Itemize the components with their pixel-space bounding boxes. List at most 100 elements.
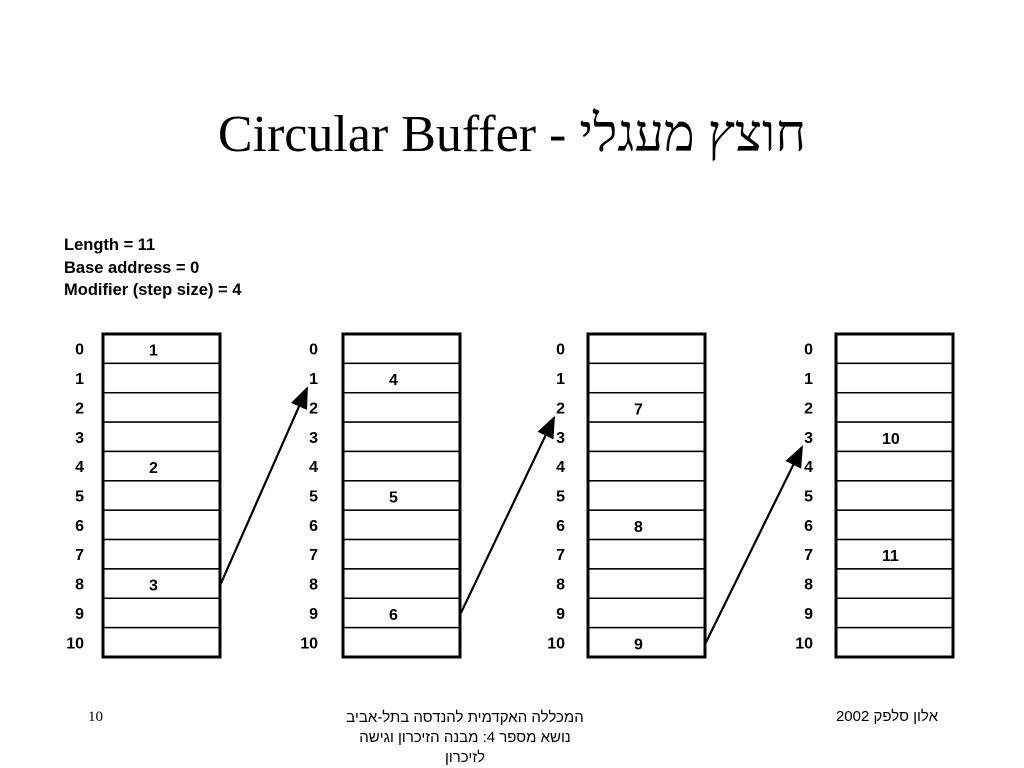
buffer-parameters: Length = 11 Base address = 0 Modifier (s… — [64, 234, 241, 302]
cell-value: 10 — [882, 431, 900, 448]
address-label: 0 — [75, 342, 84, 359]
buffer-cell — [587, 597, 706, 629]
buffer-cell — [102, 509, 221, 541]
address-label: 7 — [75, 547, 84, 564]
cell-value: 5 — [389, 490, 398, 507]
cell-value: 8 — [634, 519, 643, 536]
address-label: 7 — [309, 547, 318, 564]
address-label: 9 — [556, 606, 565, 623]
address-label: 8 — [556, 577, 565, 594]
buffer-cell — [342, 509, 461, 541]
footer-author-year: אלון סלפק 2002 — [835, 708, 938, 725]
address-label: 9 — [309, 606, 318, 623]
buffer-outline — [586, 332, 707, 659]
buffer-cell — [102, 626, 221, 658]
address-label: 3 — [75, 430, 84, 447]
wrap-arrow — [218, 386, 309, 587]
address-label: 10 — [795, 635, 813, 652]
address-label: 5 — [75, 489, 84, 506]
address-label: 1 — [804, 371, 813, 388]
page-number: 10 — [88, 709, 103, 725]
wrap-arrow — [459, 415, 555, 616]
address-label: 0 — [556, 342, 565, 359]
address-label: 1 — [309, 371, 318, 388]
buffer-cell — [835, 597, 954, 629]
buffer-cell — [835, 509, 954, 541]
buffer-cell — [342, 421, 461, 453]
address-label: 6 — [804, 518, 813, 535]
address-label: 4 — [309, 459, 318, 476]
address-label: 7 — [556, 547, 565, 564]
cell-value: 7 — [634, 401, 643, 418]
address-label: 9 — [75, 606, 84, 623]
buffer-outline — [101, 332, 222, 659]
buffer-cell — [587, 480, 706, 511]
buffer-cell — [342, 568, 461, 600]
buffer-cell — [835, 362, 954, 394]
address-label: 10 — [300, 635, 318, 652]
buffer-cell — [587, 509, 706, 541]
address-label: 5 — [556, 489, 565, 506]
buffer-cell — [587, 450, 706, 482]
address-label: 2 — [75, 400, 84, 417]
address-label: 8 — [804, 577, 813, 594]
address-label: 5 — [309, 489, 318, 506]
buffer-cell — [587, 391, 706, 423]
cell-value: 9 — [634, 636, 643, 653]
param-length: Length = 11 — [64, 236, 156, 254]
address-label: 3 — [556, 430, 565, 447]
buffer-cell — [835, 480, 954, 511]
address-label: 9 — [804, 606, 813, 623]
address-label: 8 — [309, 577, 318, 594]
buffer-cell — [342, 538, 461, 570]
address-label: 8 — [75, 577, 84, 594]
buffer-cell — [342, 597, 461, 629]
address-label: 5 — [804, 489, 813, 506]
address-label: 2 — [804, 400, 813, 417]
buffer-cell — [102, 391, 221, 423]
buffer-cell — [102, 362, 221, 394]
address-label: 6 — [556, 518, 565, 535]
cell-value: 11 — [882, 548, 899, 565]
buffer-cell — [102, 480, 221, 511]
buffer-cell — [342, 626, 461, 658]
address-label: 4 — [75, 459, 84, 476]
buffer-cell — [835, 626, 954, 658]
buffer-cell — [102, 597, 221, 629]
buffer-outline — [341, 332, 462, 659]
address-label: 0 — [804, 342, 813, 359]
buffer-cell — [102, 421, 221, 453]
buffer-cell — [835, 568, 954, 600]
buffer-cell — [342, 333, 461, 365]
address-label: 3 — [804, 430, 813, 447]
buffer-cell — [587, 421, 706, 453]
address-label: 10 — [547, 635, 565, 652]
buffer-cell — [587, 362, 706, 394]
address-label: 0 — [309, 342, 318, 359]
buffer-cell — [102, 538, 221, 570]
cell-value: 3 — [149, 578, 158, 595]
cell-value: 1 — [149, 343, 158, 360]
buffer-cell — [835, 391, 954, 423]
slide-title: Circular Buffer - חוצץ מעגלי — [217, 106, 807, 163]
buffer-cell — [587, 538, 706, 570]
address-label: 10 — [66, 635, 84, 652]
buffer-cell — [102, 333, 221, 365]
buffer-cell — [102, 568, 221, 600]
address-label: 4 — [556, 459, 565, 476]
param-base-address: Base address = 0 — [64, 258, 200, 277]
cell-value: 4 — [389, 372, 398, 389]
buffer-cell — [587, 333, 706, 365]
wrap-arrow — [704, 445, 803, 645]
buffer-cell — [342, 480, 461, 511]
cell-value: 2 — [149, 460, 158, 477]
footer-institution: המכללה האקדמית להנדסה בתל-אביב נושא מספר… — [346, 709, 584, 766]
address-label: 6 — [75, 518, 84, 535]
address-label: 1 — [556, 371, 565, 388]
address-label: 3 — [309, 430, 318, 447]
